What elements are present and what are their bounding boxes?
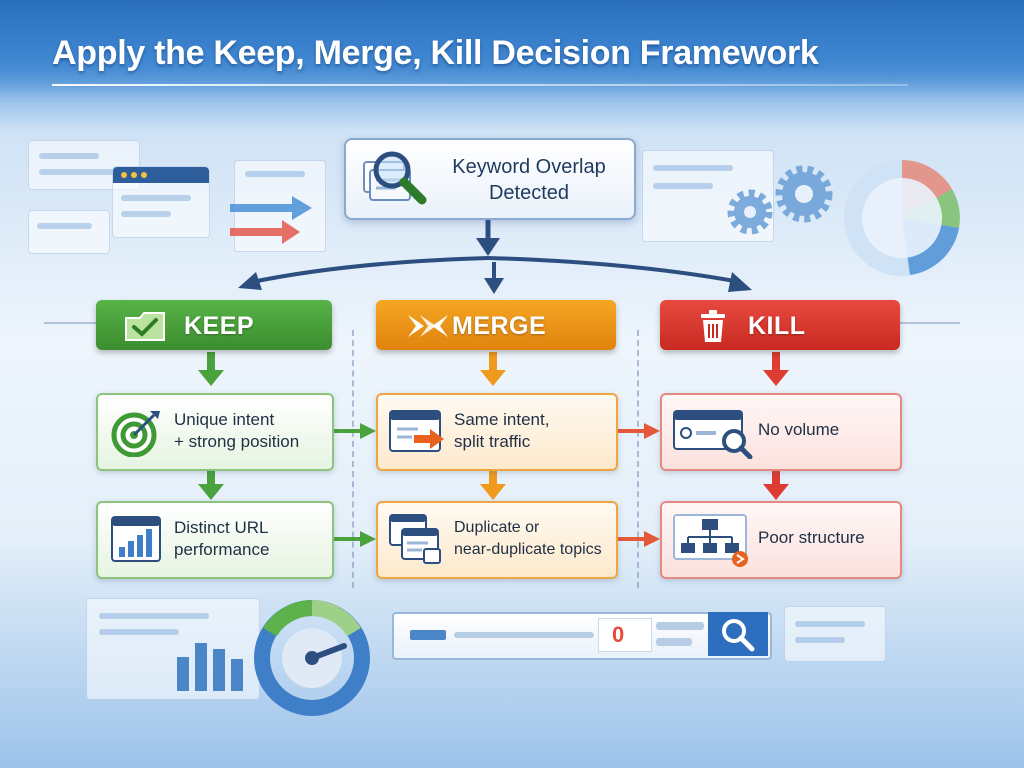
kill-card-2-line-1: Poor structure: [758, 528, 865, 547]
ghost-window: [784, 606, 886, 662]
merge-card-1-line-2: split traffic: [454, 432, 531, 451]
browser-arrow-icon: [389, 410, 444, 452]
top-node-label: Keyword Overlap Detected: [434, 154, 624, 206]
keyword-overlap-node: Keyword Overlap Detected: [344, 138, 636, 220]
search-icon: [722, 619, 755, 652]
gauge-decor-icon: [254, 600, 370, 716]
category-kill-header: KILL: [660, 300, 900, 350]
keep-card-2-line-1: Distinct URL: [174, 518, 269, 537]
sitemap-icon: [673, 514, 748, 567]
top-node-line-2: Detected: [488, 182, 570, 204]
pie-chart-decor-icon: [844, 160, 960, 276]
kill-card-2-text: Poor structure: [758, 527, 888, 549]
category-keep-header: KEEP: [96, 300, 332, 350]
kill-card-1-line-1: No volume: [758, 420, 840, 439]
category-merge-header: MERGE: [376, 300, 616, 350]
ghost-window: [28, 210, 110, 254]
keep-card-2-text: Distinct URL performance: [174, 517, 334, 561]
category-merge-label: MERGE: [452, 312, 547, 340]
merge-card-2-text: Duplicate or near-duplicate topics: [454, 517, 614, 561]
magnifier-documents-icon: [363, 151, 427, 205]
title-banner: [0, 0, 1024, 98]
merge-card-duplicate: Duplicate or near-duplicate topics: [376, 501, 618, 579]
keep-card-1-line-1: Unique intent: [174, 410, 275, 429]
keep-card-unique-intent: Unique intent + strong position: [96, 393, 334, 471]
gears-icon: [727, 165, 833, 235]
connector-to-keep: [251, 256, 489, 284]
merge-card-1-text: Same intent, split traffic: [454, 409, 614, 453]
category-kill-label: KILL: [748, 312, 806, 340]
browser-search-icon: [673, 410, 753, 459]
keep-card-2-line-2: performance: [174, 540, 270, 559]
search-bar-decor: 0: [392, 612, 772, 660]
ghost-chart-panel: [86, 598, 260, 700]
folder-check-icon: [125, 312, 165, 341]
merge-card-1-line-1: Same intent,: [454, 410, 550, 429]
stacked-pages-icon: [389, 514, 441, 564]
trash-icon: [701, 310, 725, 342]
search-count-value: 0: [612, 622, 625, 647]
kill-card-poor-structure: Poor structure: [660, 501, 902, 579]
merge-card-2-line-1: Duplicate or: [454, 519, 540, 536]
keep-card-1-text: Unique intent + strong position: [174, 409, 334, 453]
top-node-line-1: Keyword Overlap: [452, 156, 606, 178]
merge-card-2-line-2: near-duplicate topics: [454, 541, 602, 558]
category-keep-label: KEEP: [184, 312, 255, 340]
keep-card-1-line-2: + strong position: [174, 432, 300, 451]
kill-card-no-volume: No volume: [660, 393, 902, 471]
target-icon: [111, 411, 160, 457]
kill-card-1-text: No volume: [758, 419, 888, 441]
title-underline: [52, 84, 908, 86]
keep-card-distinct-url: Distinct URL performance: [96, 501, 334, 579]
bar-chart-window-icon: [111, 516, 161, 562]
merge-arrows-icon: [408, 315, 448, 337]
ghost-browser-window: [112, 166, 210, 238]
decor-arrows: [230, 196, 312, 244]
connector-to-kill: [487, 256, 741, 284]
page-title: Apply the Keep, Merge, Kill Decision Fra…: [52, 34, 819, 72]
merge-card-same-intent: Same intent, split traffic: [376, 393, 618, 471]
